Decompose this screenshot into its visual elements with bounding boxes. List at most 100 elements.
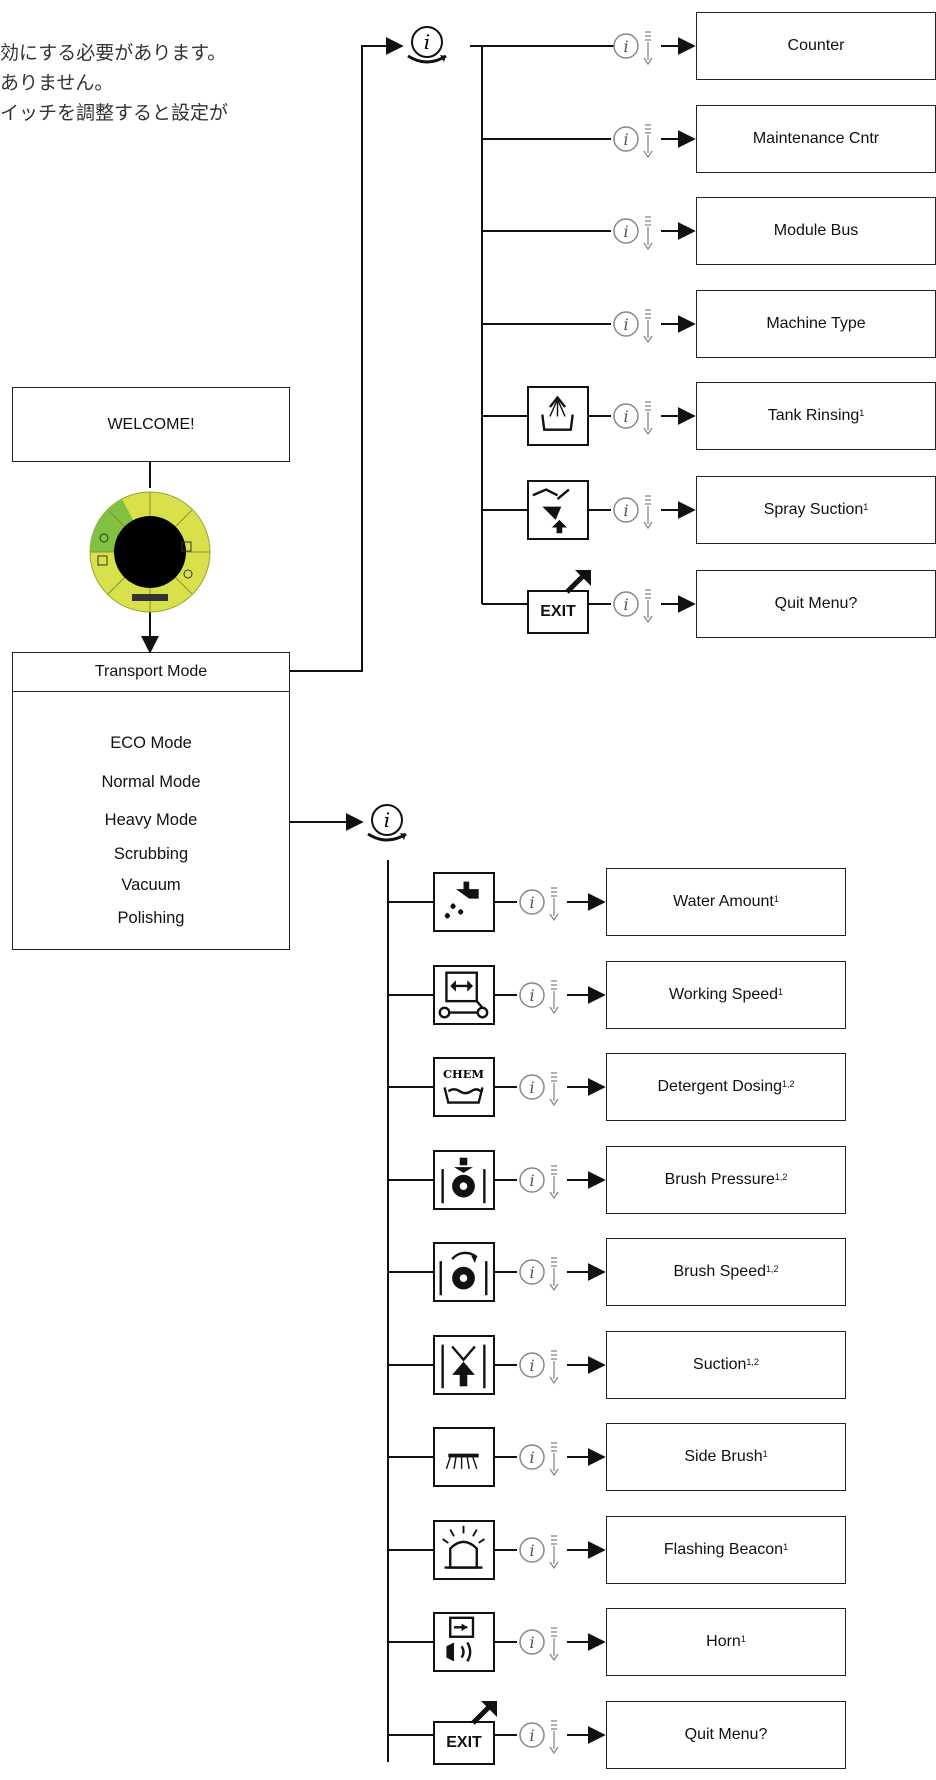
info-scroll-icon[interactable]: i [517,1439,563,1479]
working-speed-icon [433,965,495,1025]
svg-text:i: i [623,501,628,520]
exit-label: EXIT [540,603,576,620]
svg-text:i: i [623,222,628,241]
mode-item[interactable]: Scrubbing [113,845,189,863]
brush-speed-icon [433,1242,495,1302]
menu-item-label: Horn [706,1633,741,1650]
footnote-marker: 1,2 [782,1079,795,1089]
top-item-7[interactable]: Quit Menu? [696,570,936,638]
menu-item-label: Suction [693,1356,747,1373]
svg-text:i: i [529,1078,534,1097]
exit-label: EXIT [446,1734,482,1751]
flashing-beacon-icon [433,1520,495,1580]
info-scroll-icon[interactable]: i [517,977,563,1017]
top-item-2[interactable]: Maintenance Cntr [696,105,936,173]
menu-item-label: Detergent Dosing [657,1078,782,1095]
footnote-marker: 1,2 [774,1172,788,1182]
menu-item-label: Working Speed [668,986,779,1003]
mode-item[interactable]: Normal Mode [101,773,201,791]
info-scroll-icon[interactable]: i [517,1532,563,1572]
welcome-label: WELCOME! [107,415,195,433]
footnote-marker: 1 [740,1634,746,1644]
svg-text:i: i [623,595,628,614]
intro-text: 効にする必要があります。 ありません。 イッチを調整すると設定が [0,38,228,128]
mode-list: ECO Mode Normal Mode Heavy Mode Scrubbin… [12,690,290,950]
svg-text:i: i [529,1171,534,1190]
info-scroll-icon[interactable]: i [517,884,563,924]
menu-item-label: Counter [787,37,845,54]
svg-text:i: i [529,893,534,912]
menu-item-label: Tank Rinsing [767,407,860,424]
footnote-marker: 1 [859,408,865,418]
intro-line-3: イッチを調整すると設定が [0,102,229,124]
info-scroll-icon[interactable]: i [517,1254,563,1294]
info-scroll-icon[interactable]: i [611,398,657,438]
footnote-marker: 1 [863,502,869,512]
info-scroll-icon[interactable]: i [611,213,657,253]
svg-text:i: i [623,315,628,334]
bottom-item-10[interactable]: Quit Menu? [606,1701,846,1769]
info-knob-icon[interactable]: i [400,22,454,72]
info-glyph: i [424,30,430,54]
tank-rinsing-icon [527,386,589,446]
info-knob-icon[interactable]: i [360,800,414,850]
footnote-marker: 1 [778,987,784,997]
spray-suction-icon [527,480,589,540]
footnote-marker: 1 [762,1449,768,1459]
menu-item-label: Quit Menu? [684,1726,768,1743]
info-scroll-icon[interactable]: i [611,306,657,346]
footnote-marker: 1,2 [766,1264,779,1274]
svg-text:i: i [529,1726,534,1745]
menu-item-label: Module Bus [773,222,859,239]
water-tap-icon [433,872,495,932]
intro-line-1: 効にする必要があります。 [0,42,227,64]
mode-item[interactable]: Vacuum [121,876,181,894]
suction-icon [433,1335,495,1395]
chem-dosing-icon: CHEM [433,1057,495,1117]
info-scroll-icon[interactable]: i [611,28,657,68]
svg-text:i: i [529,986,534,1005]
exit-arrow-icon [471,1701,497,1725]
info-scroll-icon[interactable]: i [611,586,657,626]
mode-item[interactable]: ECO Mode [110,734,192,752]
svg-text:i: i [529,1541,534,1560]
transport-mode-box[interactable]: Transport Mode [12,652,290,692]
footnote-marker: 1,2 [746,1357,759,1367]
top-item-4[interactable]: Machine Type [696,290,936,358]
info-glyph: i [384,808,390,832]
mode-selector-wheel-icon[interactable] [88,490,212,614]
info-scroll-icon[interactable]: i [517,1624,563,1664]
menu-item-label: Quit Menu? [774,595,858,612]
mode-item[interactable]: Heavy Mode [104,811,198,829]
info-scroll-icon[interactable]: i [517,1717,563,1757]
menu-item-label: Brush Pressure [664,1171,775,1188]
info-scroll-icon[interactable]: i [517,1069,563,1109]
info-scroll-icon[interactable]: i [611,121,657,161]
brush-pressure-icon [433,1150,495,1210]
transport-mode-label: Transport Mode [94,663,208,680]
menu-item-label: Flashing Beacon [663,1541,784,1558]
top-item-1[interactable]: Counter [696,12,936,80]
info-scroll-icon[interactable]: i [611,492,657,532]
top-item-3[interactable]: Module Bus [696,197,936,265]
svg-text:i: i [529,1356,534,1375]
info-scroll-icon[interactable]: i [517,1347,563,1387]
mode-item[interactable]: Polishing [117,909,185,927]
info-scroll-icon[interactable]: i [517,1162,563,1202]
svg-text:i: i [529,1633,534,1652]
svg-text:i: i [623,37,628,56]
menu-item-label: Machine Type [766,315,866,332]
side-brush-icon [433,1427,495,1487]
